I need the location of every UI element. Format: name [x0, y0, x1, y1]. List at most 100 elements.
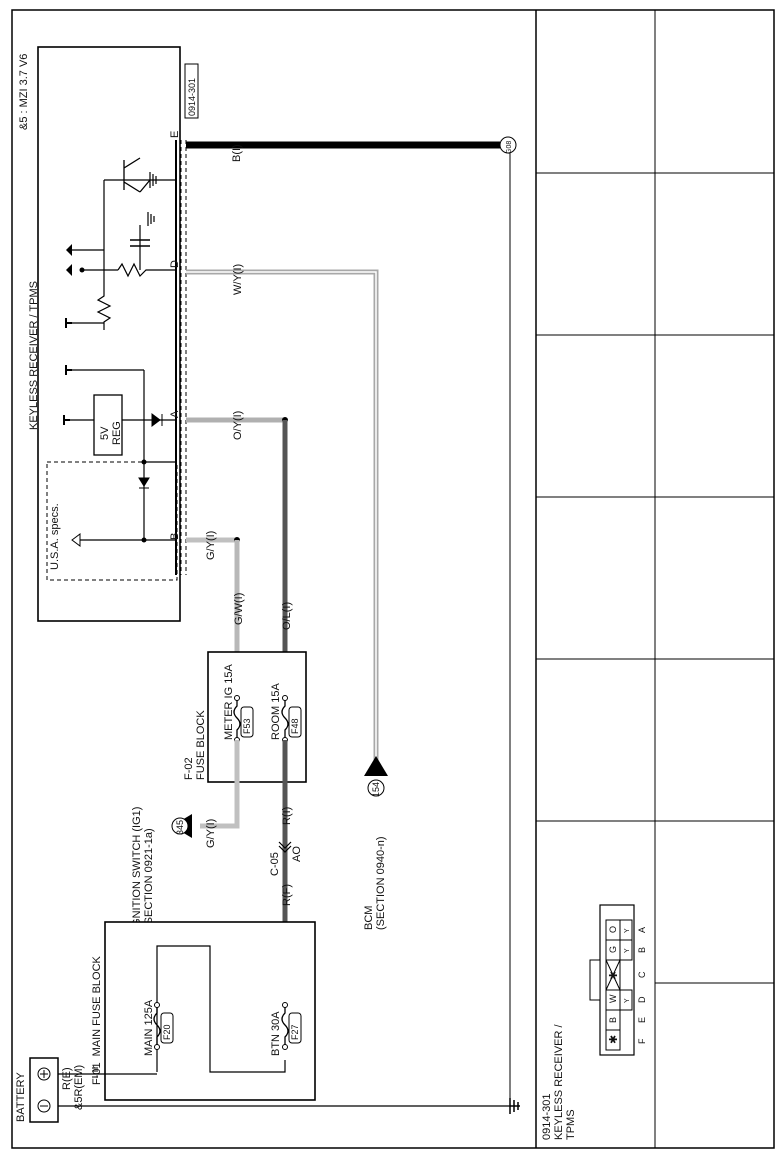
joint-ao: AO	[291, 846, 303, 862]
pin-b-label: B	[169, 533, 181, 540]
fuse-btn-label: BTN 30A	[270, 1011, 282, 1056]
fuse-terminal	[282, 1002, 288, 1008]
connector-cell-label: Y	[624, 998, 631, 1003]
connector-pin-label: F	[637, 1038, 647, 1044]
fuse-block-f02-name: FUSE BLOCK	[195, 710, 207, 780]
pin-e-label: E	[169, 131, 181, 138]
fuse-block-f02-id: F-02	[183, 757, 195, 780]
connector-cell	[619, 989, 633, 1011]
wire-ol-label: O/L(I)	[281, 602, 293, 630]
bcm-line1: BCM	[363, 906, 375, 930]
connector-chevron-icon	[278, 841, 292, 853]
fuse-id-box	[240, 706, 254, 738]
wire-d-edge	[186, 271, 377, 760]
wire-rf-label: R(F)	[281, 884, 293, 906]
joint-id: C-05	[269, 852, 281, 876]
fuse-main-label: MAIN 125A	[143, 999, 155, 1056]
connector-cell	[619, 919, 633, 941]
fuse-meter-label: METER IG 15A	[223, 664, 235, 740]
ground-ref-circle	[499, 136, 517, 154]
battery-plus-mark	[40, 1070, 48, 1078]
connector-cell-label: B	[608, 1017, 618, 1023]
battery-wire2: &5R(EM)	[73, 1065, 85, 1110]
bcm-arrow-icon	[364, 756, 388, 776]
connector-cell-label: Y	[624, 948, 631, 953]
wire-gy2-label: G/Y(I)	[205, 819, 217, 848]
arrow-icon	[66, 244, 72, 256]
usa-specs-region	[46, 461, 178, 581]
fuse-icon	[233, 698, 241, 740]
fuse-id-box	[288, 706, 302, 738]
ignition-ref-circle	[171, 817, 189, 835]
wire-a-label: O/Y(I)	[232, 411, 244, 440]
wire-gy2	[200, 740, 240, 829]
main-fuse-block-name: MAIN FUSE BLOCK	[91, 955, 103, 1056]
capacitor-icon	[130, 239, 150, 247]
bcm-line2: (SECTION 0940-n)	[375, 836, 387, 930]
receiver-box	[37, 46, 181, 622]
battery-label: BATTERY	[15, 1072, 27, 1122]
arrow-icon	[71, 533, 81, 547]
fuse-terminal	[282, 1044, 288, 1050]
fuse-id-box	[288, 1012, 302, 1044]
fuse-icon	[281, 1005, 289, 1047]
connector-pin-label: B	[637, 947, 647, 953]
connector-view-name2: TPMS	[565, 1109, 577, 1140]
resistor-icon	[96, 280, 112, 330]
ground-icon	[149, 172, 157, 188]
connector-ref: 0914-301	[187, 78, 197, 116]
bcm-ref: 154	[371, 782, 381, 797]
diode-icon	[138, 477, 150, 489]
connector-pin-label: E	[637, 1017, 647, 1023]
terminal-icon	[92, 1067, 98, 1078]
page-border	[11, 9, 775, 1149]
battery-wire1: R(E)	[61, 1067, 73, 1090]
resistor-icon	[82, 262, 176, 278]
fuse-terminal	[154, 1002, 160, 1008]
ground-icon	[147, 212, 155, 226]
junction-dot	[141, 537, 147, 543]
wire-gw-label: G/W(I)	[233, 593, 245, 625]
pin-a-label: A	[169, 410, 181, 418]
fuse-terminal	[282, 695, 288, 701]
receiver-title: KEYLESS RECEIVER / TPMS	[28, 281, 40, 430]
fuse-main-id: F20	[162, 1024, 172, 1040]
connector-ref-box	[184, 63, 199, 119]
fuse-room-id: F48	[290, 718, 300, 734]
bus-bar	[156, 945, 286, 1073]
connector-latch	[589, 959, 601, 1001]
connector-cell-label: G	[608, 946, 618, 953]
power-symbol-icon	[65, 318, 72, 328]
wire-b-label: G/Y(I)	[205, 531, 217, 560]
connector-view-name: KEYLESS RECEIVER /	[553, 1024, 565, 1140]
regulator-label-1: 5V	[99, 426, 111, 440]
regulator-label-2: REG	[111, 421, 123, 445]
ground-ref: G08	[506, 141, 513, 154]
fuse-meter-id: F53	[242, 718, 252, 734]
regulator-box	[93, 394, 123, 456]
fuse-terminal	[234, 695, 240, 701]
connector-cell-label: W	[608, 994, 618, 1003]
power-symbol-icon	[63, 415, 70, 425]
main-fuse-block-label: F-01MAIN FUSE BLOCK	[91, 955, 103, 1085]
ignition-line1: IGNITION SWITCH (IG1)	[131, 807, 143, 930]
connector-cell-label: ✱	[608, 971, 620, 980]
power-symbol-icon	[65, 365, 72, 375]
usa-specs-label: U.S.A. specs.	[49, 503, 61, 570]
fuse-terminal	[154, 1044, 160, 1050]
junction-dot	[79, 267, 85, 273]
bcm-ref-circle	[367, 779, 385, 797]
connector-cell-label: Y	[624, 928, 631, 933]
diode-icon	[151, 413, 163, 427]
fuse-id-box	[160, 1012, 174, 1044]
connector-empty-cell	[605, 959, 621, 991]
transistor-icon	[123, 157, 151, 193]
connector-view-id: 0914-301	[541, 1094, 553, 1141]
wire-e-label: B(I)	[231, 144, 243, 162]
arrow-icon	[66, 264, 72, 276]
ignition-line2: (SECTION 0921-1a)	[143, 828, 155, 928]
pin-d-label: D	[169, 260, 181, 268]
connector-cell-label: O	[608, 926, 618, 933]
ignition-ref: 345	[175, 820, 185, 835]
wire-d-label: W/Y(I)	[232, 264, 244, 295]
